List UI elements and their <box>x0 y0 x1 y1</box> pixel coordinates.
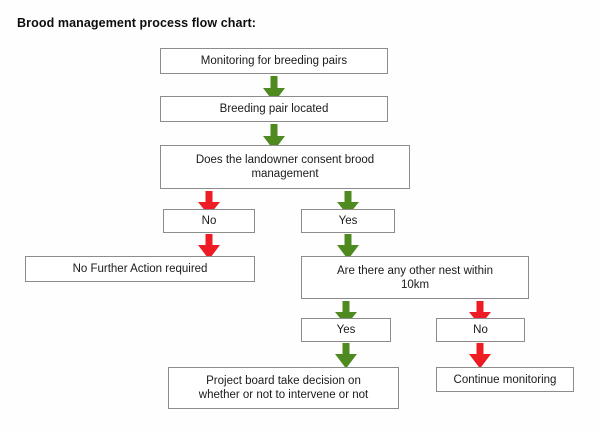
arrow-other-nest-to-no <box>468 301 492 326</box>
node-landowner-consent-question: Does the landowner consent brood managem… <box>160 145 410 189</box>
node-no-further-action-label: No Further Action required <box>72 263 208 275</box>
node-landowner-consent-line1: Does the landowner consent brood <box>195 154 375 166</box>
node-consent-no-label: No <box>201 215 217 227</box>
node-project-board-line2: whether or not to intervene or not <box>198 389 369 401</box>
node-continue-monitoring: Continue monitoring <box>436 367 574 392</box>
node-other-nest-question: Are there any other nest within 10km <box>301 256 529 299</box>
node-continue-monitoring-label: Continue monitoring <box>453 373 557 386</box>
arrow-pair-located-to-consent <box>262 124 286 151</box>
node-nest-yes: Yes <box>301 318 391 342</box>
arrow-yes-to-other-nest <box>336 234 360 260</box>
node-nest-no-label: No <box>473 324 488 336</box>
node-project-board-line1: Project board take decision on <box>206 375 361 387</box>
arrow-consent-to-no <box>197 191 221 216</box>
node-project-board-decision: Project board take decision on whether o… <box>168 367 399 409</box>
page-title: Brood management process flow chart: <box>17 16 257 30</box>
node-consent-no: No <box>163 209 255 233</box>
node-nest-yes-label: Yes <box>336 324 356 336</box>
node-no-further-action: No Further Action required <box>25 256 255 282</box>
node-other-nest-line2: 10km <box>400 278 430 291</box>
arrow-no-to-no-further-action <box>197 234 221 260</box>
node-monitoring: Monitoring for breeding pairs <box>160 48 388 74</box>
node-other-nest-line1: Are there any other nest within <box>337 264 493 277</box>
node-nest-no: No <box>436 318 525 342</box>
arrow-monitoring-to-pair-located <box>262 76 286 103</box>
arrow-other-nest-to-yes <box>334 301 358 326</box>
node-consent-yes-label: Yes <box>338 215 358 227</box>
node-breeding-pair-located: Breeding pair located <box>160 96 388 122</box>
arrow-nest-yes-to-project-board <box>334 343 358 369</box>
arrow-consent-to-yes <box>336 191 360 216</box>
node-breeding-pair-located-label: Breeding pair located <box>219 103 329 115</box>
arrow-nest-no-to-continue-monitoring <box>468 343 492 369</box>
node-consent-yes: Yes <box>301 209 395 233</box>
node-monitoring-label: Monitoring for breeding pairs <box>200 55 348 67</box>
node-landowner-consent-line2: management <box>251 168 319 180</box>
